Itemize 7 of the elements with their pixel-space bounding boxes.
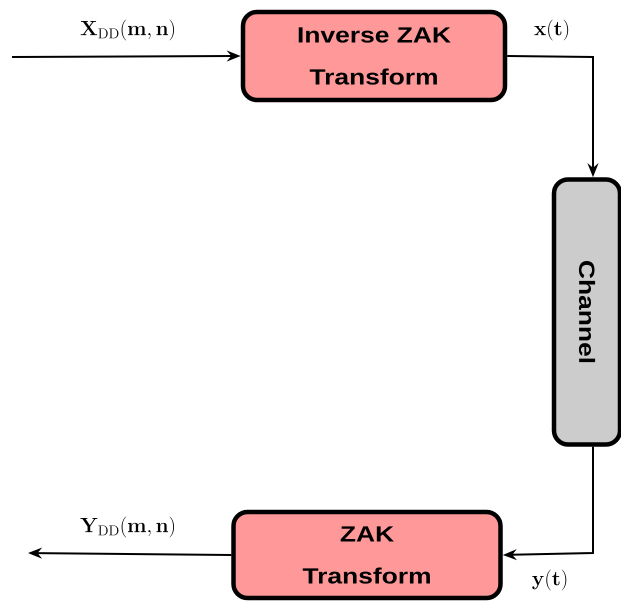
- edge-label: $\mathbf{X}_{\mathrm{DD}}(\mathbf{m},\mathbf{n})$: [80, 20, 174, 40]
- edge-label: $\mathbf{x}(\mathbf{t})$: [534, 20, 568, 40]
- process-box: Inverse ZAK Transform: [240, 10, 508, 102]
- edge-label: $\mathbf{Y}_{\mathrm{DD}}(\mathbf{m},\mathbf{n})$: [80, 516, 174, 538]
- process-box: Channel: [552, 177, 621, 447]
- process-box: ZAK Transform: [231, 510, 503, 600]
- edge-label: $\mathbf{y}(\mathbf{t})$: [532, 570, 566, 590]
